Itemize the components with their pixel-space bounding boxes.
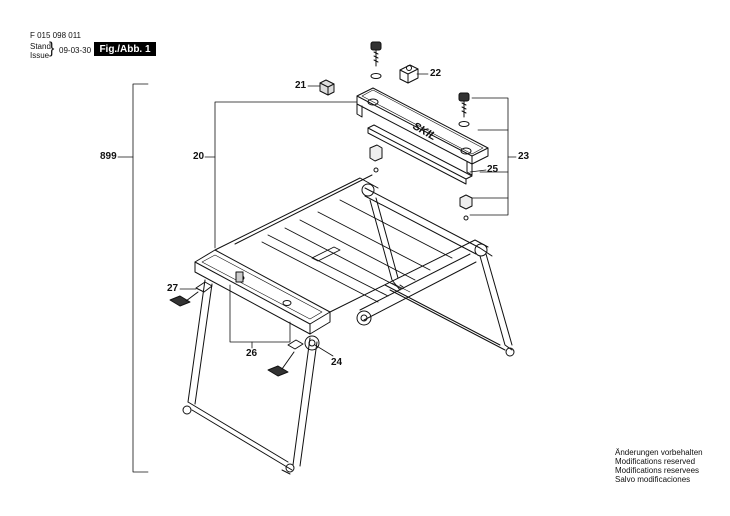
part-label-26: 26 (246, 348, 258, 359)
frame-side-rails (304, 183, 493, 351)
figure-label: Fig./Abb. 1 (94, 42, 156, 56)
part-label-899: 899 (100, 151, 117, 162)
brace-symbol: } (49, 40, 55, 57)
part-26-handle (267, 339, 304, 377)
screw-right (458, 92, 470, 127)
note-es: Salvo modificaciones (615, 475, 691, 484)
part-label-23: 23 (518, 151, 530, 162)
stand-label: Stand (30, 42, 51, 51)
part-27-handle (169, 281, 213, 307)
rear-legs (369, 197, 515, 357)
lower-table-top (194, 249, 331, 335)
rear-rail (214, 174, 489, 313)
note-de: Änderungen vorbehalten (615, 448, 703, 457)
issue-label: Issue (30, 51, 50, 60)
document-code: F 015 098 011 (30, 31, 82, 40)
part-label-21: 21 (295, 80, 307, 91)
note-fr: Modifications reservees (615, 466, 700, 475)
brand-logo: SKIL (411, 120, 439, 143)
modification-notes: Änderungen vorbehalten Modifications res… (615, 448, 703, 484)
spacer-blocks (369, 144, 473, 221)
front-legs (182, 279, 318, 475)
screw-left (370, 41, 382, 79)
leader-lines (117, 73, 517, 473)
part-label-24: 24 (331, 357, 343, 368)
part-label-22: 22 (430, 68, 442, 79)
part-label-25: 25 (487, 164, 499, 175)
issue-date: 09-03-30 (59, 46, 92, 55)
support-bar (367, 124, 473, 185)
part-label-20: 20 (193, 151, 205, 162)
note-en: Modifications reserved (615, 457, 696, 466)
part-label-27: 27 (167, 283, 179, 294)
cross-rails (261, 199, 453, 303)
part-22-clamp (399, 64, 419, 84)
part-21-pad (319, 79, 335, 96)
